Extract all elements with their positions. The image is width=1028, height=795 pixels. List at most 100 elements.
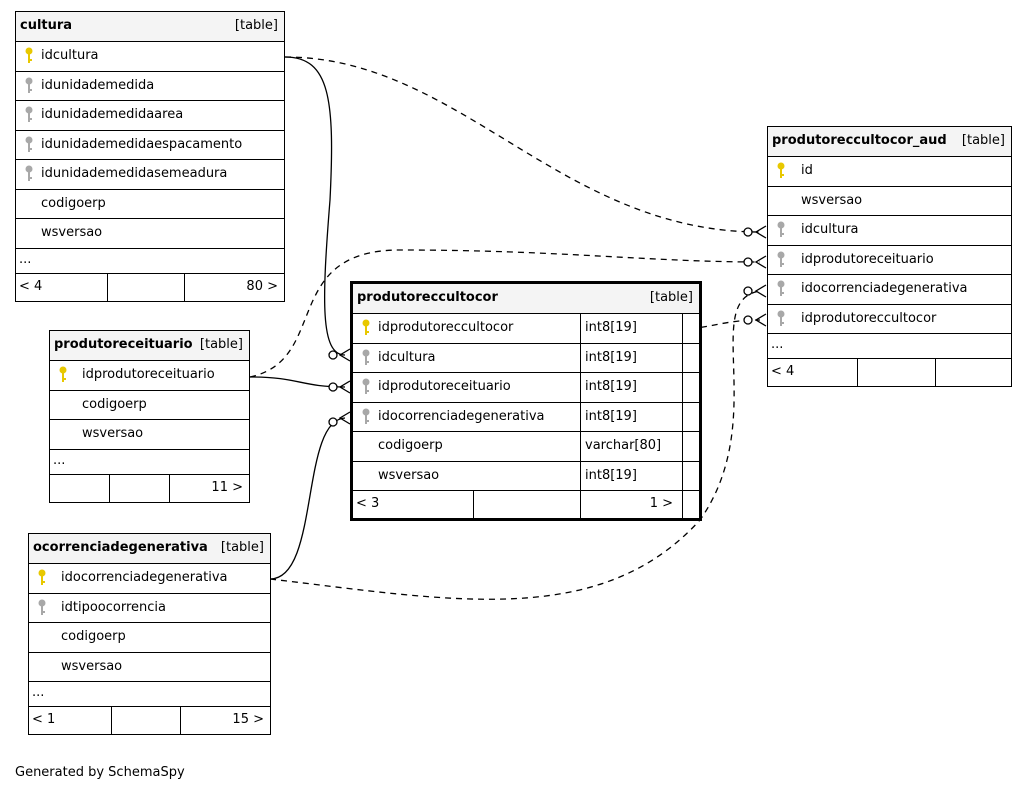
column-row[interactable]: idocorrenciadegenerativa bbox=[29, 563, 270, 593]
foreign-key-icon bbox=[25, 136, 33, 152]
foreign-key-icon bbox=[25, 106, 33, 122]
primary-key-icon bbox=[362, 319, 370, 335]
column-row[interactable]: idunidademedidaarea bbox=[16, 100, 284, 130]
table-name: produtoreccultocor bbox=[357, 290, 498, 305]
primary-key-icon bbox=[25, 47, 33, 63]
table-header: cultura [table] bbox=[16, 12, 284, 41]
child-count: 11 > bbox=[211, 479, 243, 495]
foreign-key-icon bbox=[777, 251, 785, 267]
column-row[interactable]: wsversao bbox=[50, 419, 249, 449]
column-name: wsversao bbox=[801, 192, 863, 208]
table-header: produtoreccultocor [table] bbox=[353, 284, 699, 313]
column-name: idunidademedida bbox=[41, 77, 155, 93]
table-tag: [table] bbox=[220, 540, 264, 555]
primary-key-icon bbox=[777, 162, 785, 178]
column-row[interactable]: codigoerp bbox=[16, 188, 284, 219]
table-ocorrenciadegenerativa[interactable]: ocorrenciadegenerativa [table] idocorren… bbox=[28, 533, 271, 735]
table-footer: < 4 bbox=[768, 358, 1011, 386]
column-row[interactable]: idocorrenciadegenerativa bbox=[768, 274, 1011, 304]
table-footer: 11 > bbox=[50, 473, 249, 502]
column-row[interactable]: wsversao bbox=[16, 218, 284, 248]
column-name: idprodutoreceituario bbox=[378, 379, 511, 394]
column-row[interactable]: idcultura bbox=[768, 215, 1011, 245]
relation-endpoint-circle bbox=[743, 286, 753, 296]
column-row[interactable]: idprodutoreceituario int8[19] bbox=[353, 372, 699, 402]
primary-key-icon bbox=[38, 569, 46, 585]
table-name: ocorrenciadegenerativa bbox=[33, 540, 208, 555]
column-row[interactable]: idunidademedida bbox=[16, 70, 284, 101]
table-header: produtoreceituario [table] bbox=[50, 331, 249, 360]
column-name: codigoerp bbox=[378, 438, 443, 453]
column-type: int8[19] bbox=[585, 408, 637, 424]
foreign-key-icon bbox=[25, 165, 33, 181]
column-row[interactable]: codigoerp bbox=[50, 389, 249, 420]
foreign-key-icon bbox=[777, 221, 785, 237]
table-tag: [table] bbox=[961, 133, 1005, 148]
column-row[interactable]: codigoerp varchar[80] bbox=[353, 431, 699, 461]
column-row[interactable]: idocorrenciadegenerativa int8[19] bbox=[353, 401, 699, 432]
foreign-key-icon bbox=[25, 77, 33, 93]
foreign-key-icon bbox=[362, 408, 370, 424]
column-name: idunidademedidaespacamento bbox=[41, 136, 243, 152]
column-name: wsversao bbox=[378, 467, 440, 483]
column-row[interactable]: wsversao int8[19] bbox=[353, 460, 699, 491]
column-row[interactable]: idcultura int8[19] bbox=[353, 342, 699, 373]
column-type: int8[19] bbox=[585, 467, 637, 483]
table-cultura[interactable]: cultura [table] idcultura idunidademedid… bbox=[15, 11, 285, 302]
column-name: idprodutoreccultocor bbox=[801, 310, 937, 326]
table-tag: [table] bbox=[234, 18, 278, 33]
column-type: int8[19] bbox=[585, 349, 637, 365]
table-produtoreccultocor[interactable]: produtoreccultocor [table] idprodutorecc… bbox=[350, 281, 702, 521]
foreign-key-icon bbox=[777, 310, 785, 326]
crowfoot bbox=[338, 380, 351, 394]
foreign-key-icon bbox=[362, 378, 370, 394]
column-row[interactable]: idtipoocorrencia bbox=[29, 592, 270, 623]
column-name: idocorrenciadegenerativa bbox=[61, 570, 228, 585]
column-name: idocorrenciadegenerativa bbox=[378, 408, 545, 424]
relation-endpoint-circle bbox=[328, 417, 338, 427]
column-row[interactable]: wsversao bbox=[29, 651, 270, 682]
table-produtoreceituario[interactable]: produtoreceituario [table] idprodutorece… bbox=[49, 330, 250, 503]
column-name: codigoerp bbox=[82, 396, 147, 412]
parent-count: < 4 bbox=[19, 278, 43, 294]
column-row[interactable]: codigoerp bbox=[29, 622, 270, 652]
column-name: idtipoocorrencia bbox=[61, 599, 166, 615]
table-tag: [table] bbox=[199, 337, 243, 352]
relation-endpoint-circle bbox=[743, 257, 753, 267]
foreign-key-icon bbox=[362, 349, 370, 365]
parent-count: < 4 bbox=[771, 364, 795, 379]
column-row[interactable]: id bbox=[768, 156, 1011, 186]
more-columns: ... bbox=[29, 681, 270, 706]
column-type: int8[19] bbox=[585, 379, 637, 394]
crowfoot bbox=[754, 225, 767, 239]
column-row[interactable]: idunidademedidaespacamento bbox=[16, 129, 284, 160]
column-name: wsversao bbox=[61, 658, 123, 674]
parent-count: < 1 bbox=[32, 712, 56, 727]
column-row[interactable]: wsversao bbox=[768, 185, 1011, 216]
table-footer: < 1 15 > bbox=[29, 706, 270, 734]
column-name: idcultura bbox=[801, 222, 859, 237]
table-footer: < 4 80 > bbox=[16, 272, 284, 301]
table-tag: [table] bbox=[649, 290, 693, 305]
column-row[interactable]: idprodutoreceituario bbox=[50, 360, 249, 390]
column-name: idprodutoreccultocor bbox=[378, 320, 514, 335]
column-type: int8[19] bbox=[585, 320, 637, 335]
column-name: codigoerp bbox=[61, 629, 126, 644]
column-name: wsversao bbox=[82, 426, 144, 441]
column-row[interactable]: idprodutoreccultocor bbox=[768, 303, 1011, 334]
column-name: idcultura bbox=[378, 349, 436, 365]
column-row[interactable]: idunidademedidasemeadura bbox=[16, 159, 284, 189]
column-row[interactable]: idcultura bbox=[16, 41, 284, 71]
foreign-key-icon bbox=[38, 599, 46, 615]
column-row[interactable]: idprodutoreccultocor int8[19] bbox=[353, 313, 699, 343]
table-produtoreccultocor-aud[interactable]: produtoreccultocor_aud [table] id wsvers… bbox=[767, 126, 1012, 387]
crowfoot bbox=[338, 348, 351, 362]
crowfoot bbox=[338, 411, 351, 425]
column-type: varchar[80] bbox=[585, 438, 662, 453]
table-name: produtoreceituario bbox=[54, 337, 193, 352]
column-row[interactable]: idprodutoreceituario bbox=[768, 244, 1011, 275]
foreign-key-icon bbox=[777, 280, 785, 296]
link-cultura-aud bbox=[284, 56, 761, 233]
link-cultura-produtoreccultocor bbox=[284, 56, 346, 356]
